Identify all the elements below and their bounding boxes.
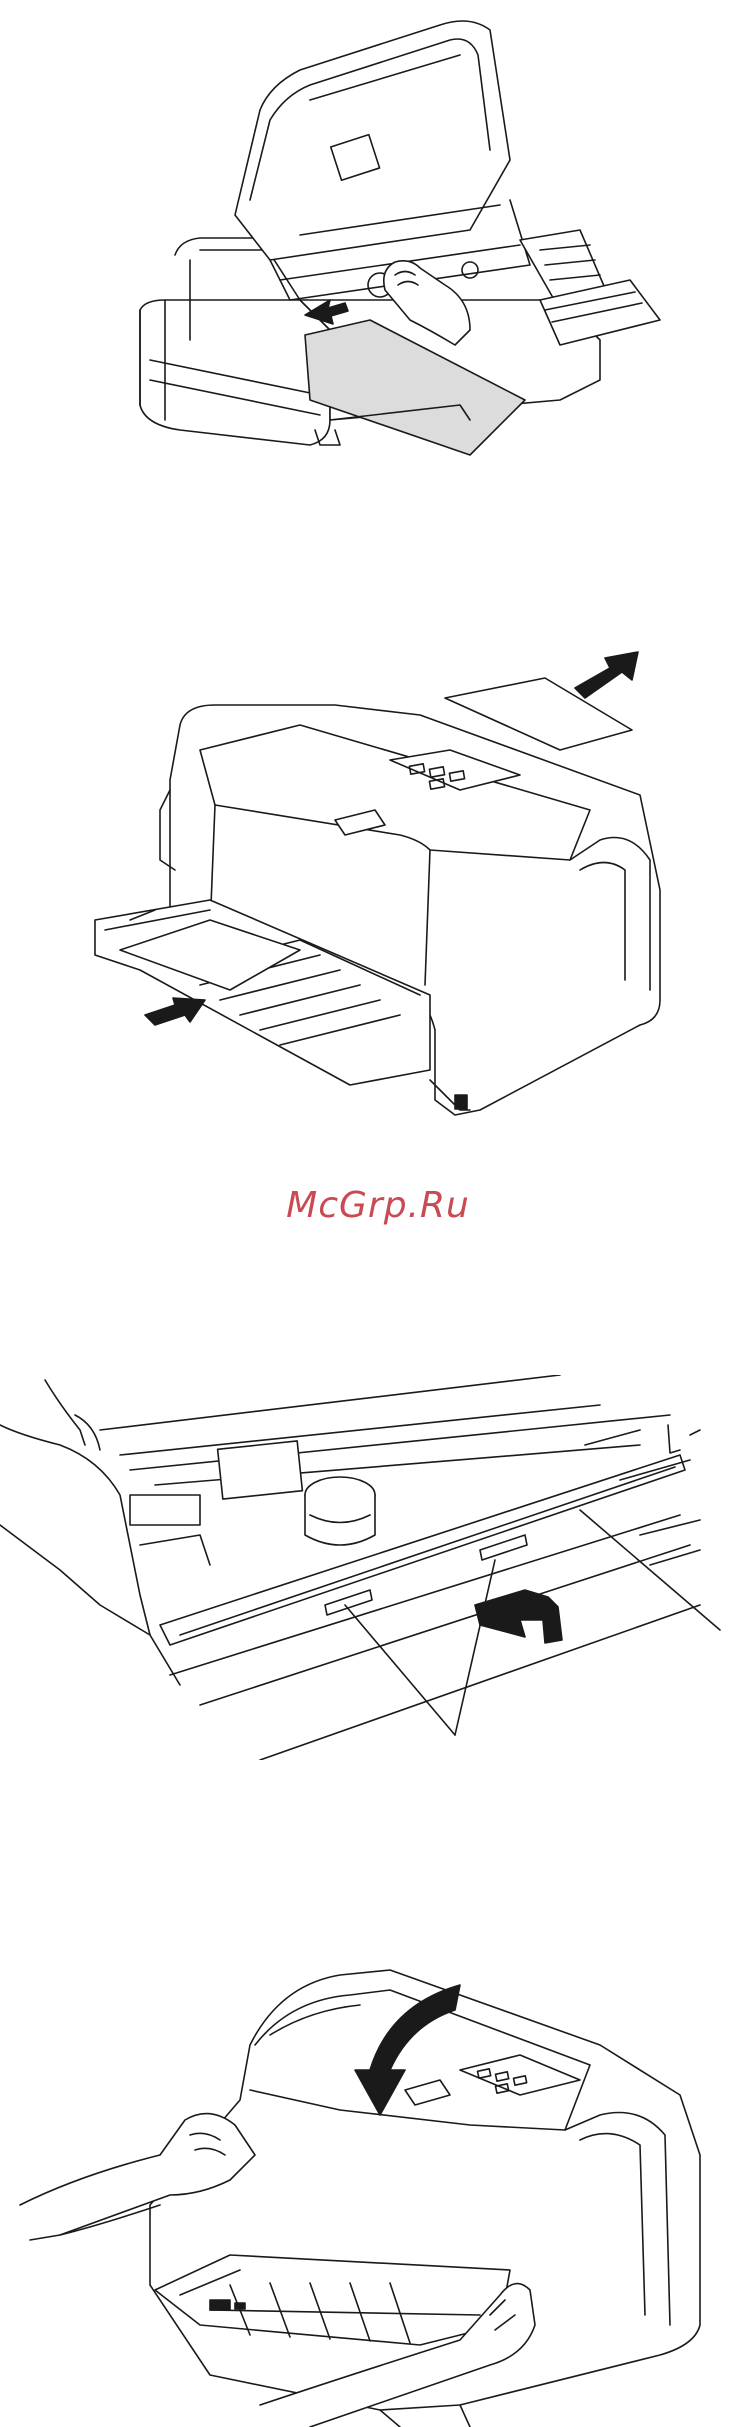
figure-paper-guide-closeup — [0, 1375, 756, 1760]
push-arrow — [475, 1590, 562, 1643]
figure-printer-paper-eject — [0, 610, 756, 1170]
figure-printer-open-cover — [0, 0, 756, 530]
watermark-text: McGrp.Ru — [0, 1185, 756, 1226]
printer-base — [140, 300, 330, 445]
guide-tab-right — [480, 1535, 527, 1560]
eject-arrow-rear — [575, 652, 638, 698]
eject-arrow-front — [145, 998, 205, 1025]
leader-line-2 — [455, 1560, 495, 1735]
leader-line-3 — [580, 1510, 720, 1630]
figure-hands-closing-cover — [0, 1905, 756, 2427]
leader-line-1 — [345, 1605, 455, 1735]
guide-tab-left — [325, 1590, 372, 1615]
